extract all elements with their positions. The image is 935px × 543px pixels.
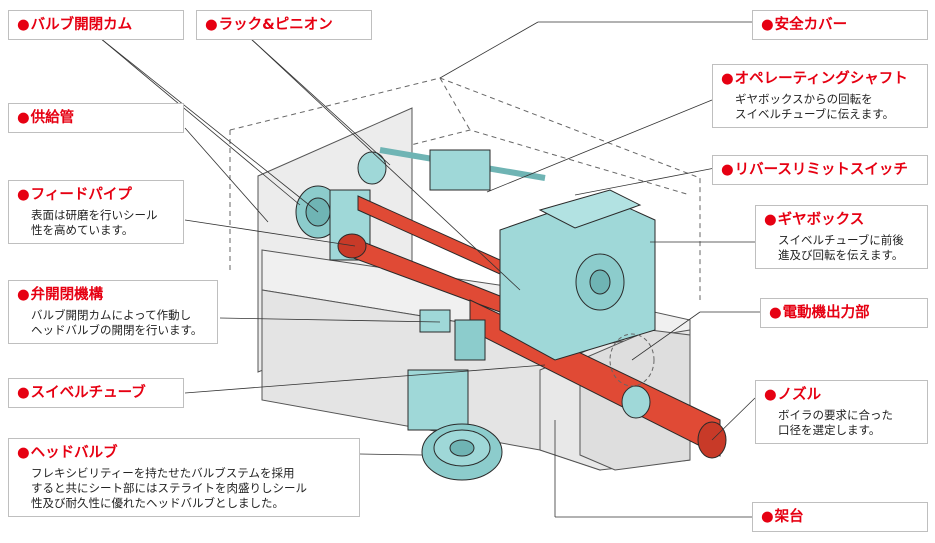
desc-line: 性及び耐久性に優れたヘッドバルブとしました。 [31, 496, 284, 510]
label-head-valve: ヘッドバルブ フレキシビリティーを持たせたバルブステムを採用 すると共にシート部… [8, 438, 360, 517]
label-head-valve-desc: フレキシビリティーを持たせたバルブステムを採用 すると共にシート部にはステライト… [17, 466, 351, 511]
nozzle-ring [621, 385, 651, 419]
desc-line: すると共にシート部にはステライトを肉盛りしシール [31, 481, 307, 495]
label-reverse-limit-title: リバースリミットスイッチ [721, 162, 919, 179]
label-nozzle-title: ノズル [764, 387, 919, 404]
label-frame: 架台 [752, 502, 928, 532]
label-operating-shaft-title: オペレーティングシャフト [721, 71, 919, 88]
feed-pipe-end [337, 233, 367, 259]
label-safety-cover-title: 安全カバー [761, 17, 919, 34]
label-swivel-tube-title: スイベルチューブ [17, 385, 175, 402]
valve-mechanism-parts [419, 309, 486, 361]
label-feed-pipe-desc: 表面は研磨を行いシール 性を高めています。 [17, 208, 175, 238]
label-feed-pipe-title: フィードパイプ [17, 187, 175, 204]
label-frame-title: 架台 [761, 509, 919, 526]
desc-line: 表面は研磨を行いシール [31, 208, 158, 222]
desc-line: フレキシビリティーを持たせたバルブステムを採用 [31, 466, 295, 480]
label-gearbox: ギヤボックス スイベルチューブに前後 進及び回転を伝えます。 [755, 205, 928, 269]
label-reverse-limit: リバースリミットスイッチ [712, 155, 928, 185]
motor-output-belt [609, 333, 655, 387]
gearbox-body [429, 149, 656, 361]
desc-line: 進及び回転を伝えます。 [778, 248, 904, 262]
label-nozzle-desc: ボイラの要求に合った 口径を選定します。 [764, 408, 919, 438]
label-motor-output: 電動機出力部 [760, 298, 928, 328]
label-feed-pipe: フィードパイプ 表面は研磨を行いシール 性を高めています。 [8, 180, 184, 244]
label-rack-pinion: ラック&ピニオン [196, 10, 372, 40]
label-valve-mechanism-title: 弁開閉機構 [17, 287, 209, 304]
desc-line: 口径を選定します。 [778, 423, 881, 437]
label-supply-pipe: 供給管 [8, 103, 184, 133]
label-valve-mechanism: 弁開閉機構 バルブ開閉カムによって作動し ヘッドバルブの開閉を行います。 [8, 280, 218, 344]
head-valve-body [407, 369, 503, 481]
label-valve-cam-title: バルブ開閉カム [17, 17, 175, 34]
safety-cover-outline [229, 77, 701, 300]
label-gearbox-desc: スイベルチューブに前後 進及び回転を伝えます。 [764, 233, 919, 263]
desc-line: バルブ開閉カムによって作動し [31, 308, 192, 322]
label-rack-pinion-title: ラック&ピニオン [205, 17, 363, 34]
label-safety-cover: 安全カバー [752, 10, 928, 40]
desc-line: ボイラの要求に合った [778, 408, 893, 422]
label-valve-mechanism-desc: バルブ開閉カムによって作動し ヘッドバルブの開閉を行います。 [17, 308, 209, 338]
desc-line: ヘッドバルブの開閉を行います。 [31, 323, 203, 337]
label-operating-shaft-desc: ギヤボックスからの回転を スイベルチューブに伝えます。 [721, 92, 919, 122]
label-nozzle: ノズル ボイラの要求に合った 口径を選定します。 [755, 380, 928, 444]
desc-line: スイベルチューブに前後 [778, 233, 904, 247]
label-gearbox-title: ギヤボックス [764, 212, 919, 229]
label-supply-pipe-title: 供給管 [17, 110, 175, 127]
label-operating-shaft: オペレーティングシャフト ギヤボックスからの回転を スイベルチューブに伝えます。 [712, 64, 928, 128]
desc-line: ギヤボックスからの回転を [735, 92, 873, 106]
label-swivel-tube: スイベルチューブ [8, 378, 184, 408]
leader-lines [99, 21, 760, 518]
label-valve-cam: バルブ開閉カム [8, 10, 184, 40]
label-motor-output-title: 電動機出力部 [769, 305, 919, 322]
label-head-valve-title: ヘッドバルブ [17, 445, 351, 462]
desc-line: スイベルチューブに伝えます。 [735, 107, 895, 121]
desc-line: 性を高めています。 [31, 223, 134, 237]
